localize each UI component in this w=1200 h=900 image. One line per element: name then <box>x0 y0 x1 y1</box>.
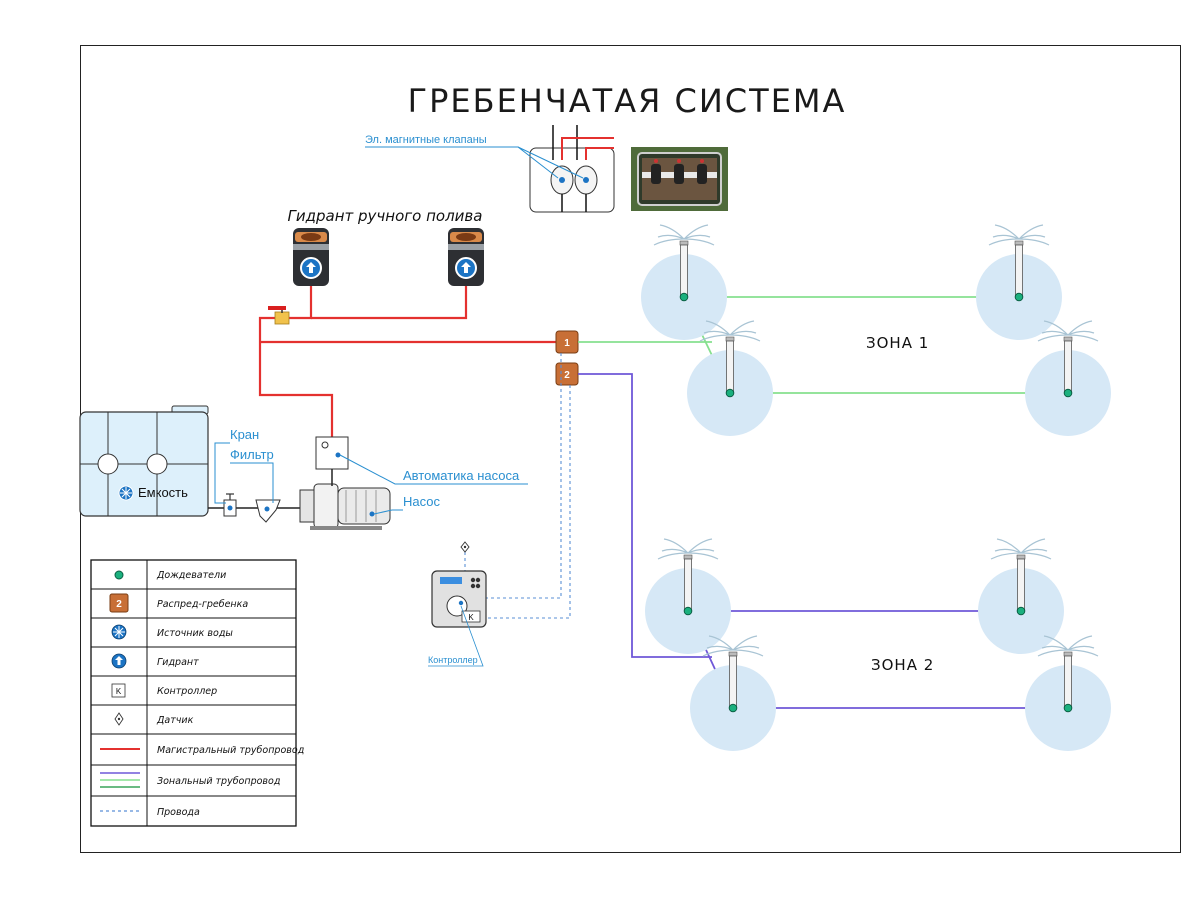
solenoid-valves-leader <box>365 146 584 179</box>
hydrant-label: Гидрант ручного полива <box>288 207 483 225</box>
controller-leader <box>428 605 484 667</box>
legend-label: Гидрант <box>157 657 199 668</box>
solenoid-valves-label: Эл. магнитные клапаны <box>365 134 487 146</box>
manifold-2-number: 2 <box>564 370 570 381</box>
water-tank: Емкость <box>79 405 209 517</box>
tap-leader <box>214 442 230 504</box>
main-pipeline <box>258 286 556 437</box>
suction-line <box>208 493 310 523</box>
legend-label: Распред-гребенка <box>157 599 248 610</box>
legend-label: Источник воды <box>157 628 233 639</box>
filter-leader <box>230 462 274 503</box>
pump-automation-leader <box>339 454 528 485</box>
pump-automation <box>315 436 349 486</box>
zone-1-label: ЗОНА 1 <box>866 334 929 352</box>
zone-2: ЗОНА 2 <box>645 538 1111 751</box>
manifold-1-number: 1 <box>564 338 570 349</box>
controller-key: K <box>468 613 474 622</box>
legend-manifold-badge: 2 <box>116 599 122 610</box>
tank-label: Емкость <box>138 485 188 500</box>
tap-label: Кран <box>230 427 259 442</box>
pump-leader <box>373 509 403 515</box>
legend: 2 K Дождеватели Распред-гребенка Источни… <box>90 559 305 827</box>
legend-sprinkler-icon <box>114 570 124 580</box>
pump-automation-label: Автоматика насоса <box>403 468 520 483</box>
zone-2-label: ЗОНА 2 <box>871 656 934 674</box>
hydrant-icon <box>447 227 485 287</box>
legend-label: Датчик <box>156 715 194 726</box>
legend-label: Провода <box>157 807 200 818</box>
legend-controller-icon: K <box>111 683 126 698</box>
sensor-icon <box>460 541 470 553</box>
legend-water-source-icon <box>111 624 127 640</box>
legend-sensor-icon <box>114 712 124 726</box>
hydrant-icon <box>292 227 330 287</box>
legend-controller-badge: K <box>116 687 122 696</box>
diagram-title: ГРЕБЕНЧАТАЯ СИСТЕМА <box>408 82 847 120</box>
zone-1: ЗОНА 1 <box>641 224 1111 436</box>
manifold-2: 2 <box>555 362 579 386</box>
wiring <box>464 353 571 619</box>
legend-label: Магистральный трубопровод <box>157 745 305 756</box>
ball-valve-icon <box>268 306 290 325</box>
controller-box: K <box>431 570 487 628</box>
legend-manifold-icon: 2 <box>109 593 129 613</box>
legend-label: Зональный трубопровод <box>157 776 281 787</box>
legend-label: Контроллер <box>157 686 217 697</box>
legend-hydrant-icon <box>111 653 127 669</box>
solenoid-valve-box <box>529 125 615 213</box>
filter-label: Фильтр <box>230 447 274 462</box>
pump-label: Насос <box>403 494 440 509</box>
legend-label: Дождеватели <box>156 570 226 581</box>
pump <box>299 483 391 530</box>
manifold-1: 1 <box>555 330 579 354</box>
legend-zone-pipe-swatch <box>100 772 140 788</box>
controller-label: Контроллер <box>428 655 478 665</box>
valve-box-photo <box>631 147 728 211</box>
